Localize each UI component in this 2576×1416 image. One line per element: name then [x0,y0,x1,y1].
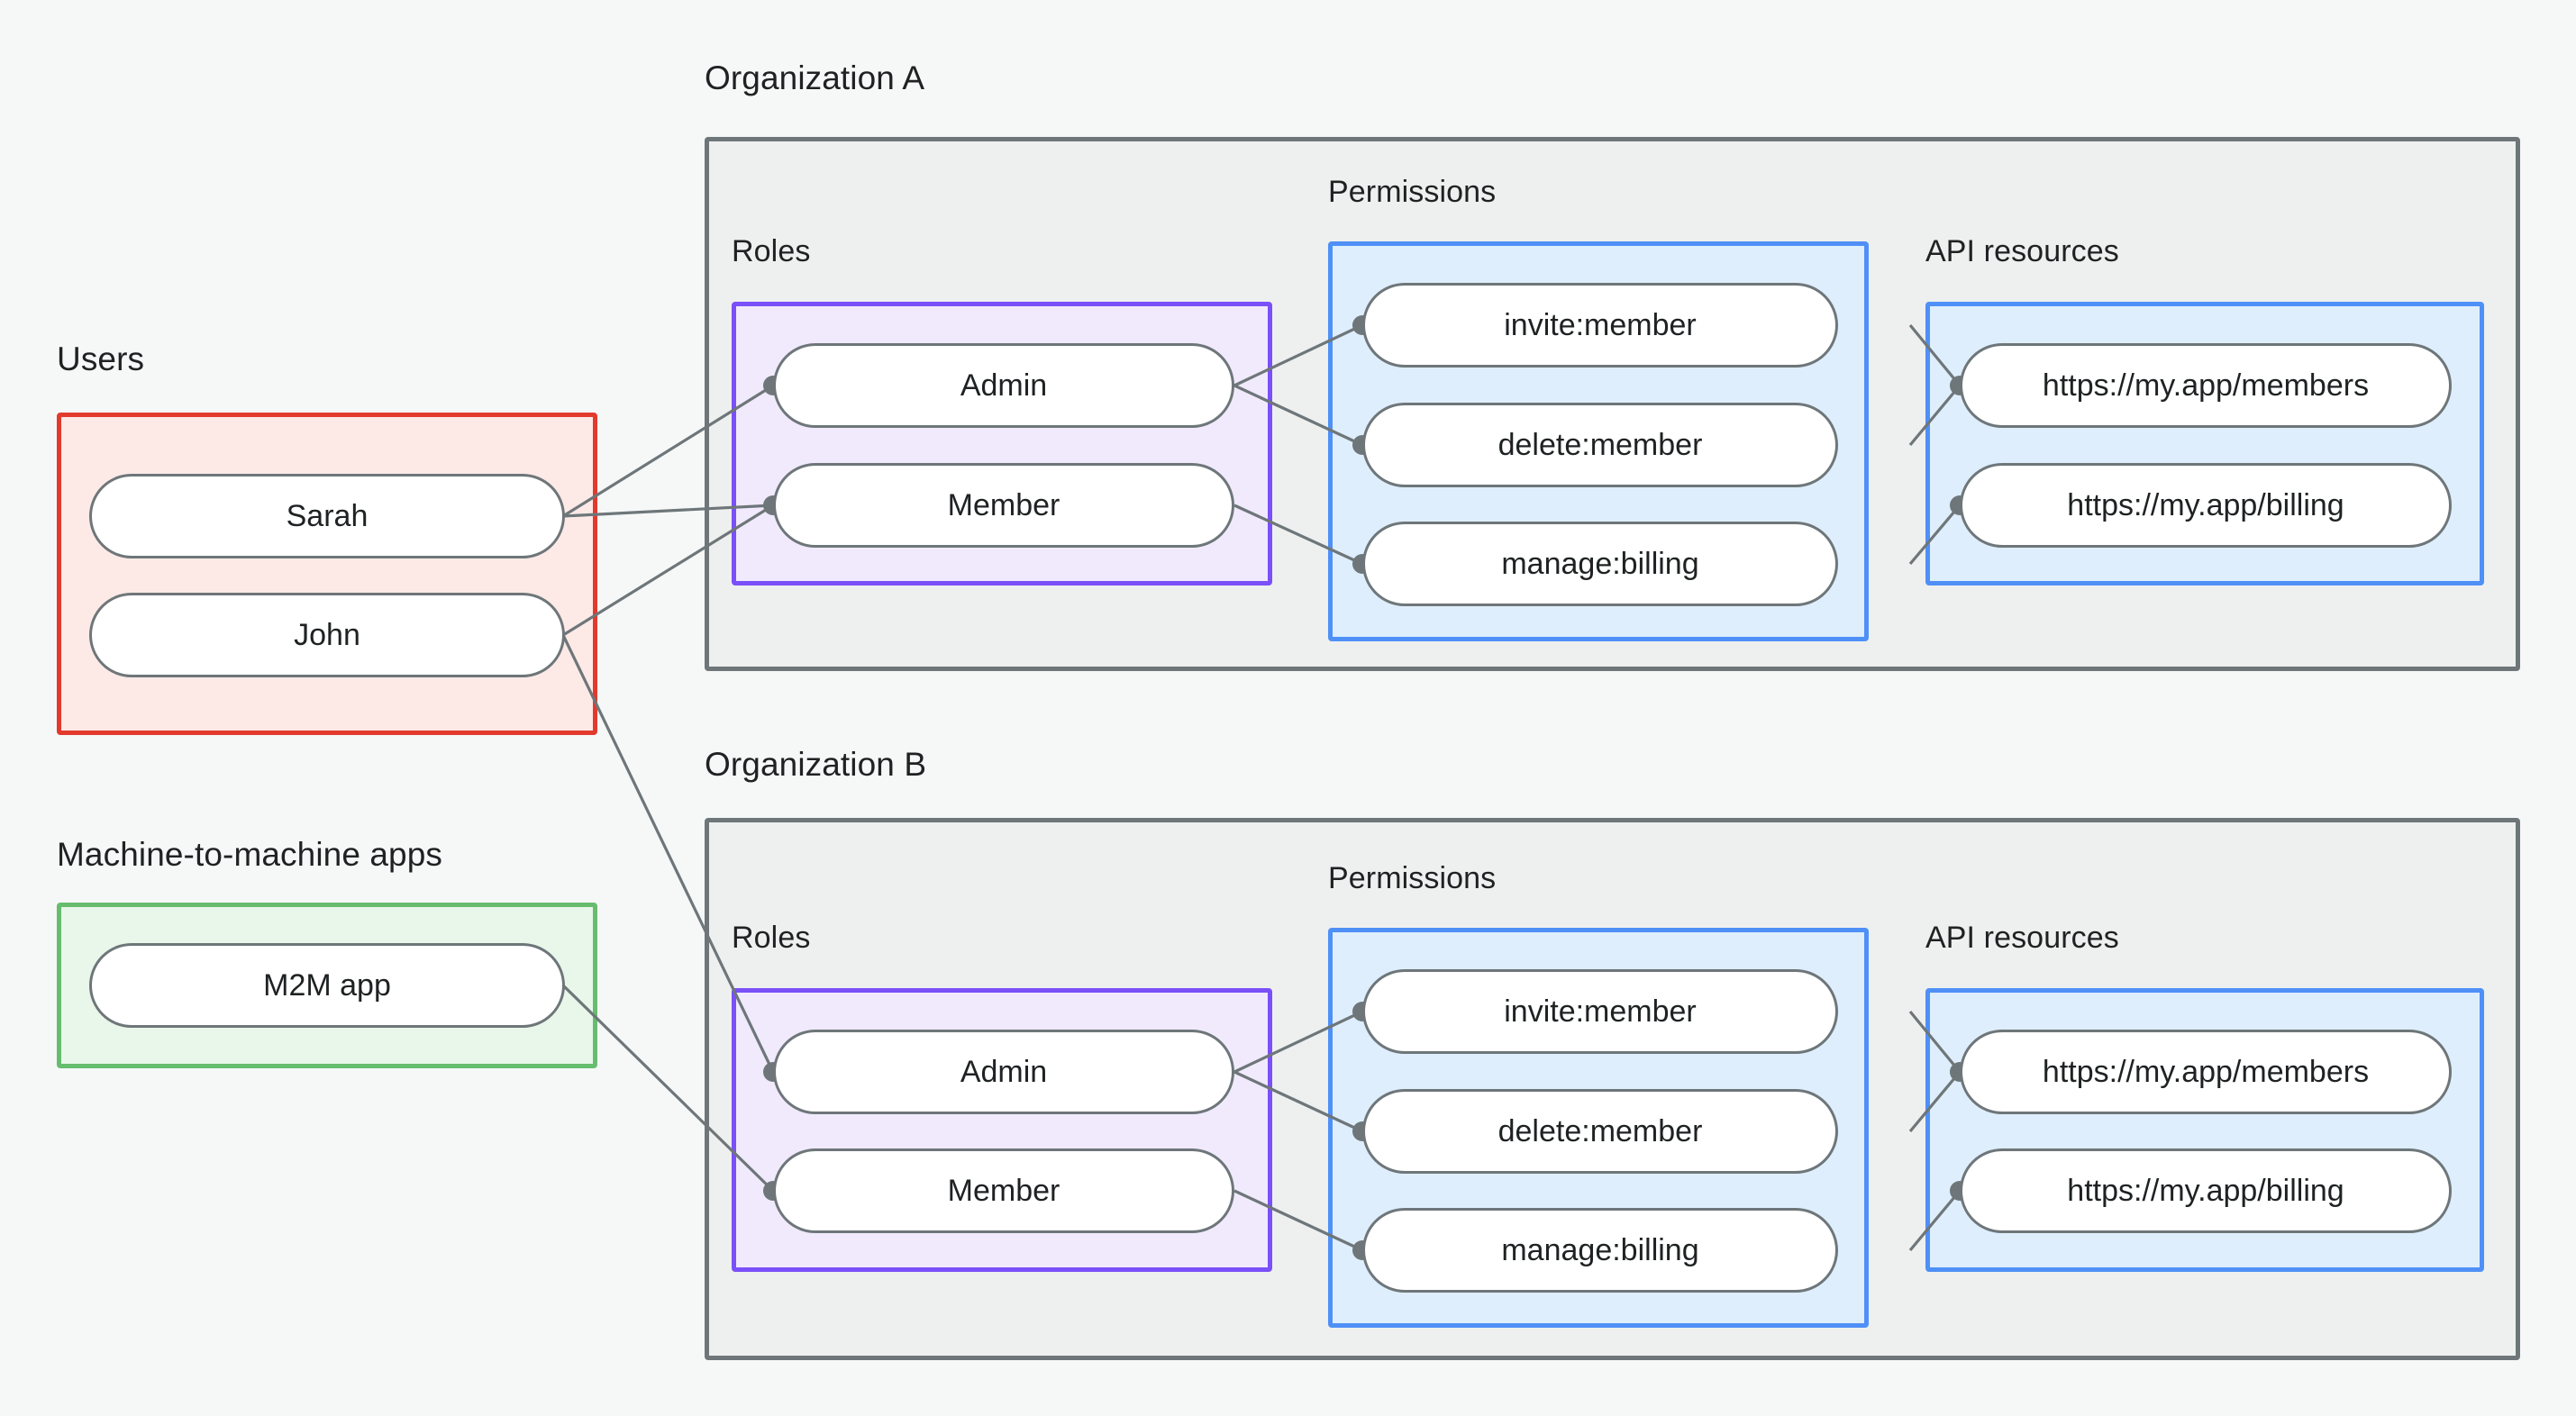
org-a-role-admin[interactable]: Admin [773,343,1234,428]
user-node-john[interactable]: John [89,593,565,677]
m2m-title: Machine-to-machine apps [57,836,443,873]
org-b-role-admin[interactable]: Admin [773,1030,1234,1114]
org-a-permission-manage-billing[interactable]: manage:billing [1362,522,1838,606]
m2m-node-app[interactable]: M2M app [89,943,565,1028]
users-container [57,413,597,735]
org-a-api-label: API resources [1925,234,2119,268]
org-b-title: Organization B [705,746,927,783]
org-b-role-member[interactable]: Member [773,1148,1234,1233]
org-b-api-label: API resources [1925,921,2119,955]
org-b-permission-delete-member[interactable]: delete:member [1362,1089,1838,1174]
org-b-roles-label: Roles [732,921,811,955]
users-title: Users [57,340,145,377]
org-b-api-members[interactable]: https://my.app/members [1960,1030,2452,1114]
org-a-permissions-label: Permissions [1328,175,1497,209]
org-b-permissions-label: Permissions [1328,861,1497,895]
org-a-role-member[interactable]: Member [773,463,1234,548]
org-a-roles-label: Roles [732,234,811,268]
org-b-permission-manage-billing[interactable]: manage:billing [1362,1208,1838,1293]
user-node-sarah[interactable]: Sarah [89,474,565,558]
org-b-permission-invite-member[interactable]: invite:member [1362,969,1838,1054]
org-a-api-billing[interactable]: https://my.app/billing [1960,463,2452,548]
org-a-permission-invite-member[interactable]: invite:member [1362,283,1838,368]
org-a-permission-delete-member[interactable]: delete:member [1362,403,1838,487]
org-a-title: Organization A [705,59,925,96]
org-a-api-members[interactable]: https://my.app/members [1960,343,2452,428]
org-b-api-billing[interactable]: https://my.app/billing [1960,1148,2452,1233]
